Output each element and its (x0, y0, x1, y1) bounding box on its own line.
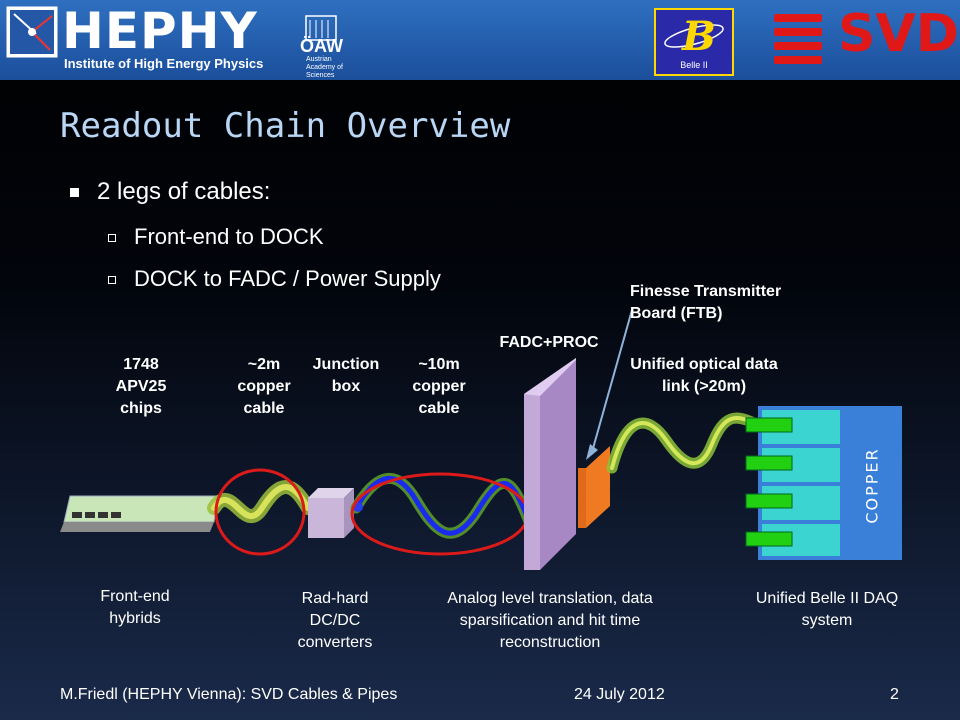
label-apv-chips: 1748 APV25 chips (115, 356, 167, 417)
bullet-main: 2 legs of cables: (70, 178, 270, 206)
footer-author: M.Friedl (HEPHY Vienna): SVD Cables & Pi… (60, 686, 398, 703)
label-frontend-hybrids: Front-end hybrids (100, 588, 170, 627)
fadc-board (524, 358, 576, 570)
frontend-hybrid-board (60, 495, 219, 532)
belle-logo: B Belle II (654, 8, 734, 76)
label-ftb: Finesse Transmitter Board (FTB) (630, 283, 782, 322)
subbullet-square-icon (108, 276, 116, 285)
label-2m-cable: ~2m copper cable (237, 356, 291, 417)
footer-date: 24 July 2012 (574, 686, 665, 703)
hephy-title: HEPHY (62, 2, 258, 60)
label-10m-cable: ~10m copper cable (412, 356, 466, 417)
label-fadc-proc: FADC+PROC (499, 334, 599, 351)
oaw-building-icon (305, 15, 337, 41)
subbullet-1-text: Front-end to DOCK (134, 224, 324, 249)
ftb-arrow (591, 309, 633, 453)
bullet-main-text: 2 legs of cables: (97, 178, 271, 205)
label-analog: Analog level translation, data sparsific… (447, 590, 653, 651)
belle-b-icon: B (664, 13, 724, 60)
svd-lines-icon (774, 14, 822, 70)
footer-page: 2 (890, 686, 899, 703)
ftb-board (578, 446, 610, 528)
label-copper-crate: COPPER (862, 447, 882, 524)
leg1-highlight-ellipse (214, 468, 306, 556)
svd-title: SVD (838, 4, 959, 64)
header-banner: HEPHY Institute of High Energy Physics Ö… (0, 0, 960, 80)
oaw-subtitle: Austrian Academy of Sciences (306, 56, 343, 79)
belle-caption: Belle II (680, 60, 708, 70)
subbullet-2-text: DOCK to FADC / Power Supply (134, 266, 441, 291)
svg-text:B: B (681, 13, 716, 60)
label-optical-link: Unified optical data link (>20m) (630, 356, 778, 395)
oaw-title: ÖAW (300, 36, 343, 56)
leg2-highlight-ellipse (350, 472, 530, 556)
subbullet-2: DOCK to FADC / Power Supply (108, 266, 441, 292)
subbullet-1: Front-end to DOCK (108, 224, 324, 250)
hephy-subtitle: Institute of High Energy Physics (64, 56, 264, 71)
copper-crate (745, 406, 902, 560)
junction-box (308, 488, 354, 538)
label-radhard: Rad-hard DC/DC converters (297, 590, 373, 651)
label-daq: Unified Belle II DAQ system (755, 590, 899, 629)
label-junction-box: Junction box (312, 356, 380, 395)
slide-title: Readout Chain Overview (60, 106, 511, 146)
hephy-logo-icon (6, 6, 58, 58)
subbullet-square-icon (108, 234, 116, 243)
bullet-square-icon (70, 188, 79, 198)
